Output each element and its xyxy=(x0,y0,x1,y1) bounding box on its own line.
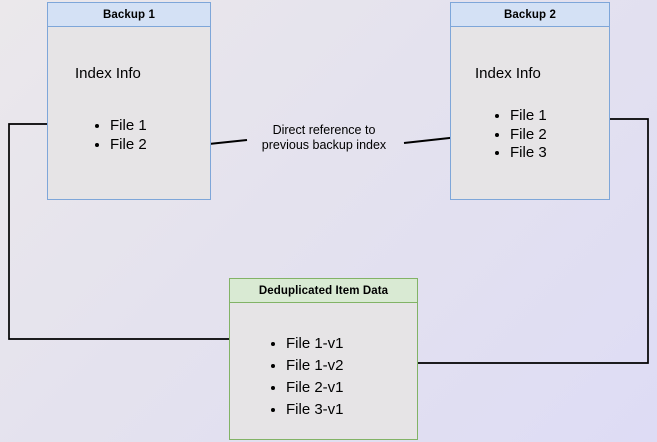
deduplicated-item-data-body: File 1-v1 File 1-v2 File 2-v1 File 3-v1 xyxy=(230,303,417,439)
deduplicated-item-data-box: Deduplicated Item Data File 1-v1 File 1-… xyxy=(229,278,418,440)
backup-1-index-info-title: Index Info xyxy=(75,65,141,82)
backup-1-body: Index Info File 1 File 2 xyxy=(48,27,210,199)
direct-reference-label-line-1: Direct reference to xyxy=(272,123,376,137)
backup-1-box: Backup 1 Index Info File 1 File 2 xyxy=(47,2,211,200)
list-item: File 2-v1 xyxy=(286,377,344,399)
backup-1-file-list: File 1 File 2 xyxy=(94,117,147,154)
list-item: File 3 xyxy=(510,144,547,163)
backup-1-header: Backup 1 xyxy=(48,3,210,27)
deduplicated-file-list: File 1-v1 File 1-v2 File 2-v1 File 3-v1 xyxy=(270,333,344,421)
list-item: File 1-v1 xyxy=(286,333,344,355)
list-item: File 1 xyxy=(110,117,147,136)
list-item: File 2 xyxy=(510,126,547,145)
list-item: File 3-v1 xyxy=(286,399,344,421)
direct-reference-label-line-2: previous backup index xyxy=(261,138,387,152)
list-item: File 1-v2 xyxy=(286,355,344,377)
backup-2-box: Backup 2 Index Info File 1 File 2 File 3 xyxy=(450,2,610,200)
list-item: File 1 xyxy=(510,107,547,126)
list-item: File 2 xyxy=(110,136,147,155)
deduplicated-item-data-header: Deduplicated Item Data xyxy=(230,279,417,303)
backup-2-body: Index Info File 1 File 2 File 3 xyxy=(451,27,609,199)
backup-2-header: Backup 2 xyxy=(451,3,609,27)
backup-2-index-info-title: Index Info xyxy=(475,65,541,82)
direct-reference-label: Direct reference to previous backup inde… xyxy=(251,123,397,153)
backup-2-file-list: File 1 File 2 File 3 xyxy=(494,107,547,163)
